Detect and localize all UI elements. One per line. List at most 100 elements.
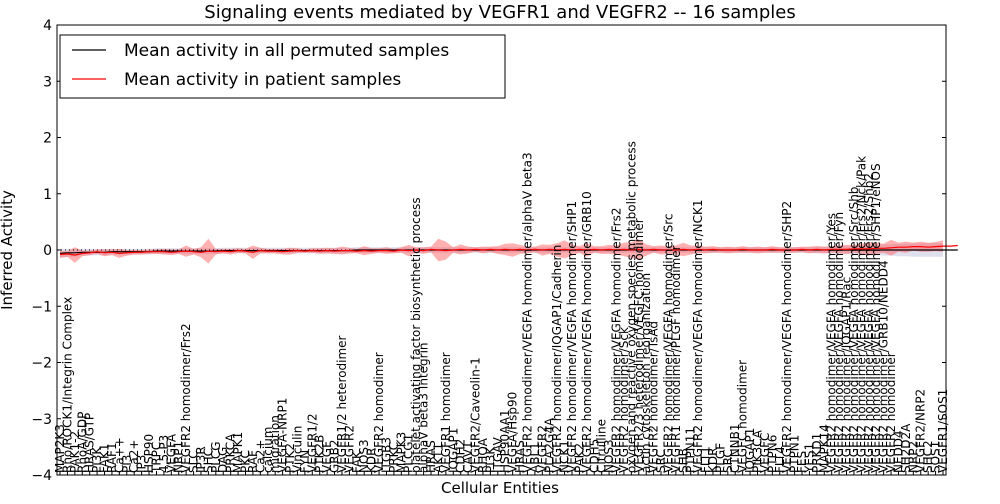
x-tick-label: SHB <box>676 448 690 473</box>
x-tick-label: VEGFR2/Caveolin-1 <box>469 357 483 473</box>
x-tick-label: CDH5 <box>587 439 601 473</box>
x-tick-label: DAG <box>216 447 230 473</box>
y-tick-label: −4 <box>31 468 52 484</box>
x-tick-label: HRAS/GTP <box>83 413 97 473</box>
x-tick-label: alphaV beta3 Integrin <box>417 342 431 473</box>
x-tick-label: VEGFR1 homodimer/PLGF homodimer <box>669 245 683 473</box>
x-tick-label: VEGFR1/2 <box>305 413 319 473</box>
x-tick-label: RhoA/GDP <box>75 412 89 473</box>
x-tick-label: VEGFR1/2 heterodimer <box>335 335 349 473</box>
x-tick-label: Vinculin <box>290 426 304 473</box>
x-tick-label: NOS3 <box>602 439 616 473</box>
x-tick-label: VEGFR2 <box>342 425 356 473</box>
x-tick-label: PLCG <box>209 441 223 473</box>
x-tick-label: PLGF <box>713 443 727 473</box>
x-tick-label: RHOA <box>476 437 490 473</box>
x-tick-label: MAP2K3 <box>53 424 67 473</box>
x-tick-label: CDH2 <box>454 439 468 473</box>
x-tick-label: PKC <box>239 450 253 473</box>
y-tick-label: 1 <box>43 187 52 203</box>
x-axis-label: Cellular Entities <box>441 479 559 497</box>
x-tick-label: VEGFR2 homodimer/VEGFA homodimer/alphaV … <box>520 152 534 473</box>
x-tick-label: PRKCA <box>224 433 238 473</box>
x-tick-label: MAPK14 <box>817 424 831 473</box>
y-tick-label: −3 <box>31 412 52 428</box>
x-tick-label: PTK2 <box>283 443 297 473</box>
x-tick-label: TRPC <box>149 442 163 474</box>
x-tick-label: VEGFR2 homodimer/VEGFA homodimer/Yes <box>825 213 839 473</box>
series-line-patient <box>59 244 958 256</box>
y-tick-label: 4 <box>43 18 52 34</box>
x-tick-label: VEGF <box>320 441 334 473</box>
x-tick-label: VEGFR2 homodimer/VEGFA homodimer/Src <box>661 213 675 473</box>
x-tick-label: IQGAP1 <box>446 428 460 473</box>
legend-entry-label: Mean activity in all permuted samples <box>124 41 449 61</box>
x-tick-label: VEGFR2 homodimer/VEGFA homodimer/Frs2/Nc… <box>854 156 868 473</box>
x-tick-label: CAV1 <box>461 441 475 473</box>
x-tick-label: platelet activating factor biosynthetic … <box>409 197 423 473</box>
x-tick-label: PAK2 <box>572 443 586 473</box>
x-tick-label: VEGFR2 homodimer/VEGFA homodimer/Frs2/Sh… <box>862 173 876 473</box>
y-axis-label: Inferred Activity <box>0 190 16 310</box>
x-tick-label: PTPN11 <box>684 427 698 473</box>
x-tick-label: RAF <box>246 450 260 473</box>
x-tick-label: PRKD1 <box>810 433 824 473</box>
x-tick-label: CTNNB1 <box>728 423 742 473</box>
x-tick-label: VEGFR2 homodimer/VEGFA homodimer/Frs2 <box>610 208 624 474</box>
x-tick-label: ABL1 <box>528 442 542 473</box>
x-tick-label: PAK1-2 <box>68 431 82 473</box>
x-tick-label: SOS1 <box>929 441 943 473</box>
x-tick-label: VEGFC <box>758 433 772 473</box>
x-tick-label: Rho/ROCK1/Integrin Complex <box>60 297 74 473</box>
x-tick-label: VEGFA-NRP1 <box>276 398 290 473</box>
x-tick-label: ITGB3 <box>379 437 393 473</box>
y-tick-label: 2 <box>43 131 52 147</box>
x-tick-label: ITGAV <box>491 436 505 473</box>
x-tick-label: MAPK1 <box>231 432 245 473</box>
x-tick-label: VEGFR2 <box>535 425 549 473</box>
x-tick-label: PTPN1 <box>788 435 802 473</box>
x-tick-label: VEGFC homodimer <box>736 360 750 473</box>
series-lines <box>57 244 958 256</box>
x-tick-label: VEGFR2 homodimer/Frs2 <box>179 323 193 473</box>
x-tick-label: SH2D2A <box>899 423 913 473</box>
x-tick-label: GRB2 <box>328 439 342 473</box>
x-tick-label: SLC <box>187 450 201 473</box>
x-tick-label: VEGFR2/3 heterodimer/VEGFC homodimer <box>632 218 646 473</box>
x-tick-label: PTK2B <box>313 435 327 473</box>
x-tick-label: oxygen and reactive oxygen species metab… <box>624 141 638 473</box>
x-tick-label: FLT1 <box>699 446 713 473</box>
x-tick-label: NEDD4 <box>891 430 905 473</box>
x-tick-label: VEGFR2 homodimer/VEGFA homodimer/NCK1 <box>691 199 705 473</box>
x-tick-label: SRC <box>654 449 668 473</box>
x-tick-label: calcium <box>261 426 275 473</box>
x-tick-label: Ca2+ <box>253 440 267 473</box>
x-tick-label: YES1 <box>802 443 816 474</box>
x-tick-label: PTPN6 <box>765 435 779 473</box>
x-tick-label: VEGFR1/SOS1 <box>936 389 950 473</box>
x-tick-label: VEGFR2 homodimer/VEGFA homodimer/SHP1 <box>565 201 579 473</box>
x-tick-label: PI3K <box>483 446 497 473</box>
x-tick-label: VEGFR2/NRP2 <box>914 389 928 473</box>
x-tick-label: FAK1 <box>98 443 112 473</box>
x-tick-label: PLCG1 <box>402 434 416 473</box>
x-tick-label: IQGAP1 <box>743 428 757 473</box>
x-tick-label: 4,5-P3 <box>157 435 171 473</box>
x-tick-label: VEGFR2 homodimer <box>372 352 386 473</box>
x-tick-label: PRKC <box>387 442 401 473</box>
x-tick-label: VEGFR2 homodimer/TsAd <box>647 321 661 473</box>
x-tick-label: Ca++ <box>112 437 126 473</box>
patient-spread-band <box>60 238 943 264</box>
chart-title: Signaling events mediated by VEGFR1 and … <box>204 2 795 23</box>
x-tick-label: HRAS <box>513 440 527 473</box>
x-tick-label: NCK1 <box>558 440 572 473</box>
x-tick-label: Citrulline <box>595 419 609 473</box>
x-tick-label: Ca2+ <box>127 440 141 473</box>
x-tick-label: VEGFR2 homodimer/IQGAP1/Cadherin <box>550 245 564 473</box>
x-tick-label: migration <box>268 415 282 473</box>
x-tick-label: VEGFA/Hsp90 <box>506 392 520 473</box>
x-tick-label: NRP2 <box>906 441 920 473</box>
